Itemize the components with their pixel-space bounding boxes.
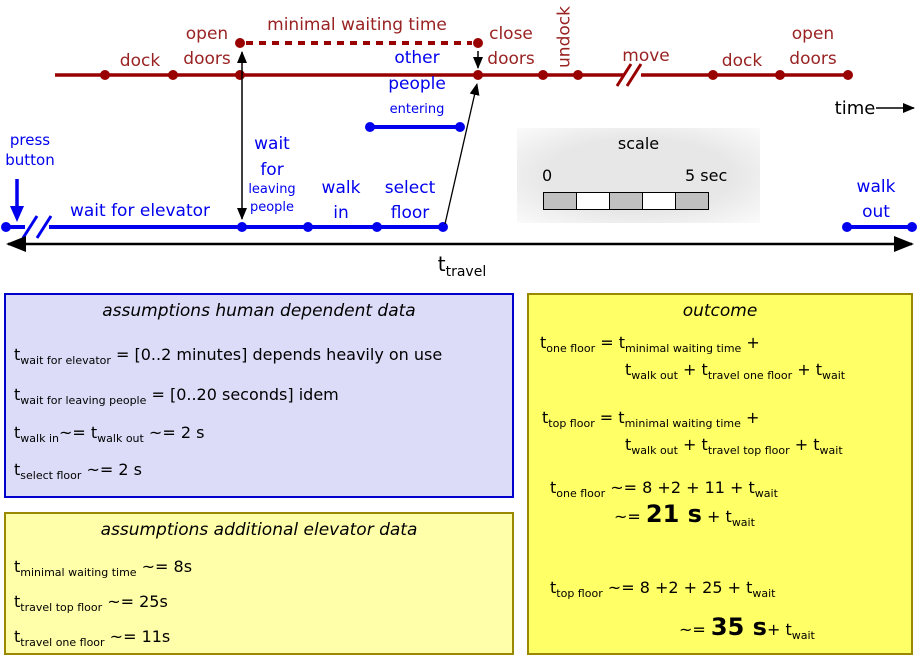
event-dot xyxy=(473,38,483,48)
move-break-slash xyxy=(625,63,643,87)
formula-row: ttop floor = tminimal waiting time + xyxy=(542,408,760,431)
event-dot xyxy=(455,122,465,132)
scale-cell xyxy=(675,192,709,210)
label-wait-for: wait for xyxy=(254,134,290,180)
label-dock-2: dock xyxy=(721,51,763,71)
move-break-slash xyxy=(615,63,633,87)
event-dot xyxy=(237,222,247,232)
formula-row: twalk out + ttravel top floor + twait xyxy=(625,435,843,458)
label-undock: undock xyxy=(554,6,575,68)
event-dot xyxy=(708,70,718,80)
label-wait-for-elevator: wait for elevator xyxy=(69,201,211,221)
formula-row: twait for leaving people = [0..20 second… xyxy=(14,385,339,408)
event-dot xyxy=(842,222,852,232)
event-dot xyxy=(775,70,785,80)
event-dot xyxy=(372,222,382,232)
event-dot xyxy=(538,70,548,80)
timeline-graphics xyxy=(1,38,917,252)
event-dot xyxy=(235,38,245,48)
formula-row: twalk out + ttravel one floor + twait xyxy=(625,360,846,383)
scale-legend: scale 0 5 sec xyxy=(517,128,760,223)
select-floor-to-close-doors-line xyxy=(444,83,480,225)
wait-break-slash xyxy=(35,215,53,239)
wait-break-slash xyxy=(21,215,39,239)
label-t-travel: ttravel xyxy=(437,252,487,280)
scale-cell xyxy=(543,192,577,210)
label-press-button: press button xyxy=(5,131,55,170)
event-dot xyxy=(303,222,313,232)
box-title: outcome xyxy=(682,301,758,321)
formula-row: ttravel top floor ~= 25s xyxy=(14,592,168,615)
formula-row: tone floor = tminimal waiting time + xyxy=(540,333,760,356)
formula-row: ttop floor ~= 8 +2 + 25 + twait xyxy=(550,578,776,601)
label-minimal-waiting-time: minimal waiting time xyxy=(267,15,447,35)
formula-row: tselect floor ~= 2 s xyxy=(14,460,142,483)
formula-row: twalk in~= twalk out ~= 2 s xyxy=(14,423,205,446)
box-title: assumptions human dependent data xyxy=(102,301,416,321)
elevator-event-dots xyxy=(100,38,853,80)
label-move: move xyxy=(622,46,670,66)
scale-start-label: 0 xyxy=(542,166,553,185)
label-select-floor: select floor xyxy=(384,178,436,223)
label-walk-in: walk in xyxy=(321,178,361,223)
scale-cell xyxy=(642,192,676,210)
formula-row: tone floor ~= 8 +2 + 11 + twait xyxy=(550,478,778,501)
label-close-doors: close doors xyxy=(487,24,535,69)
label-other-people: other people xyxy=(388,48,446,94)
passenger-event-dots xyxy=(1,122,917,232)
assumptions-elevator-box: assumptions additional elevator data tmi… xyxy=(4,512,514,655)
passenger-timeline xyxy=(1,122,917,239)
event-dot xyxy=(473,70,483,80)
label-time-axis: time xyxy=(834,98,876,119)
scale-cell xyxy=(576,192,610,210)
elevator-timeline xyxy=(55,38,853,87)
formula-row: tminimal waiting time ~= 8s xyxy=(14,557,193,580)
event-dot xyxy=(365,122,375,132)
label-open-doors-1: open doors xyxy=(183,24,231,69)
scale-title: scale xyxy=(617,134,660,153)
event-dot xyxy=(235,70,245,80)
formula-row: ~= 35 s+ twait xyxy=(679,613,815,643)
scale-cell xyxy=(609,192,643,210)
label-walk-out: walk out xyxy=(856,177,896,222)
label-entering: entering xyxy=(389,102,445,117)
label-dock-1: dock xyxy=(119,51,161,71)
event-dot xyxy=(1,222,11,232)
event-dot xyxy=(100,70,110,80)
scale-ruler xyxy=(543,192,709,210)
label-open-doors-2: open doors xyxy=(789,24,837,69)
assumptions-human-box: assumptions human dependent data twait f… xyxy=(4,293,514,498)
press-button-arrowhead xyxy=(10,206,24,222)
event-dot xyxy=(438,222,448,232)
box-title: assumptions additional elevator data xyxy=(100,520,418,540)
event-dot xyxy=(843,70,853,80)
scale-end-label: 5 sec xyxy=(685,166,728,185)
formula-row: ~= 21 s + twait xyxy=(614,500,755,530)
event-dot xyxy=(907,222,917,232)
formula-row: ttravel one floor ~= 11s xyxy=(14,627,171,650)
outcome-box: outcome tone floor = tminimal waiting ti… xyxy=(527,293,913,655)
event-dot xyxy=(168,70,178,80)
annotations xyxy=(6,51,915,252)
label-leaving-people: leaving people xyxy=(248,182,296,215)
formula-row: twait for elevator = [0..2 minutes] depe… xyxy=(14,345,443,368)
event-dot xyxy=(573,70,583,80)
